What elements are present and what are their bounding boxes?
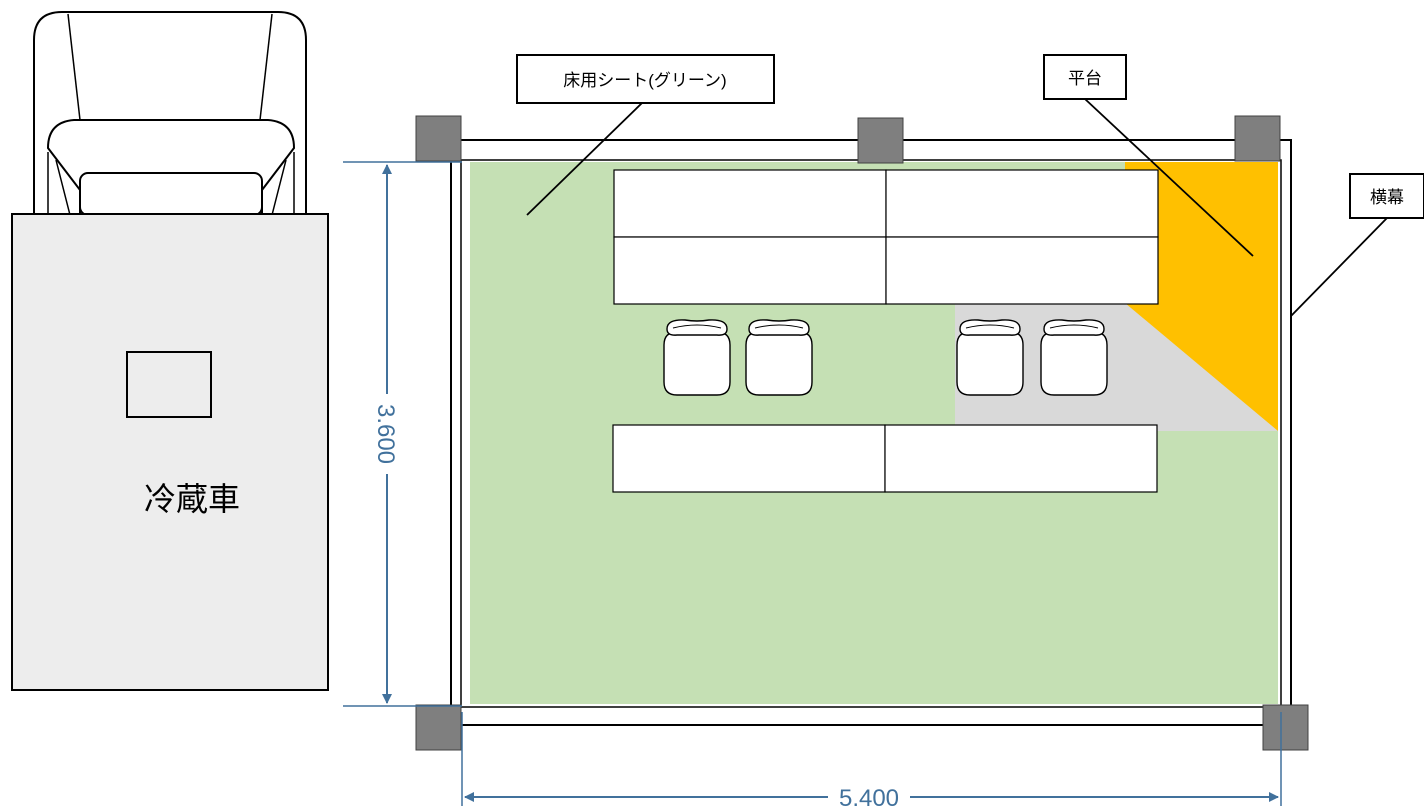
truck-door <box>126 351 212 418</box>
callout-floor-sheet: 床用シート(グリーン) <box>516 54 775 216</box>
chair-icon <box>956 319 1024 396</box>
table-top-right-1 <box>885 169 1159 238</box>
table-top-right-2 <box>885 236 1159 305</box>
chair-icon <box>663 319 731 396</box>
table-bottom-right <box>884 424 1158 493</box>
dimension-width-label: 5.400 <box>839 785 899 810</box>
table-top-left-2 <box>613 236 887 305</box>
chair-icon <box>745 319 813 396</box>
callout-banner: 横幕 <box>1290 173 1424 317</box>
truck-label: 冷蔵車 <box>144 481 240 517</box>
callout-banner-label: 横幕 <box>1370 188 1404 207</box>
callout-platform: 平台 <box>1043 54 1254 257</box>
dimension-width: 5.400 <box>461 712 1282 810</box>
table-top-left-1 <box>613 169 887 238</box>
tent-post-icon <box>1234 115 1281 162</box>
refrigerated-truck: 冷蔵車 <box>11 11 329 691</box>
platform-orange <box>960 162 1278 431</box>
tent-area <box>415 115 1309 751</box>
callout-platform-label: 平台 <box>1068 69 1102 88</box>
callout-floor-sheet-label: 床用シート(グリーン) <box>563 71 726 90</box>
dimension-depth: 3.600 <box>343 161 462 707</box>
chair-icon <box>1040 319 1108 396</box>
tent-post-icon <box>415 704 462 751</box>
dimension-depth-label: 3.600 <box>372 404 399 464</box>
table-bottom-left <box>612 424 886 493</box>
tent-post-icon <box>857 117 904 164</box>
truck-body <box>11 213 329 691</box>
tent-post-icon <box>1262 704 1309 751</box>
tent-post-icon <box>415 115 462 162</box>
